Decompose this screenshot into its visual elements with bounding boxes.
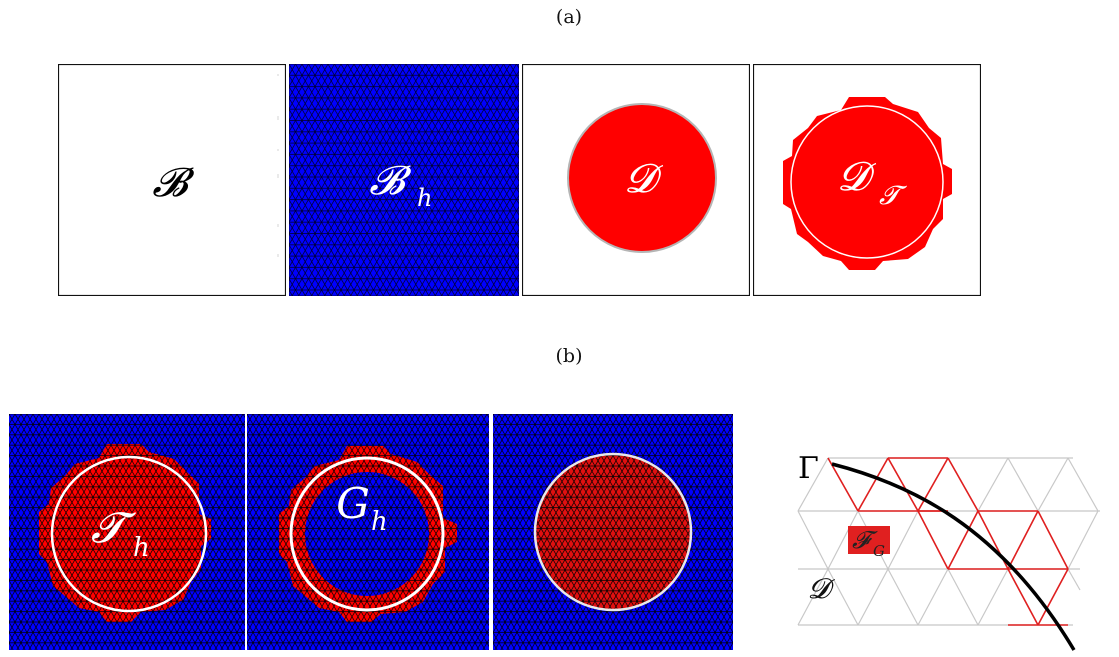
label-Gh: G [336, 479, 370, 528]
active-mesh-region [783, 97, 952, 270]
background-triangulation [797, 457, 1100, 626]
interface-circle [533, 452, 693, 612]
domain-disk [567, 103, 717, 253]
interface-circle [289, 456, 445, 612]
label-Th-sub: h [133, 533, 150, 563]
label-gamma: Γ [798, 451, 819, 486]
ghost-penalty-faces [827, 457, 1069, 626]
label-Bh-sub: h [417, 184, 432, 212]
panel-background-domain: 𝓑 [58, 64, 286, 296]
label-Gh-sub: h [371, 507, 388, 537]
panel-ghost-faces-inset: 𝓕 G 𝓓 Γ [790, 440, 1110, 652]
interface-circle [790, 105, 944, 259]
caption-b: (b) [555, 345, 583, 367]
panel-ghost-penalty-mesh: G h [247, 414, 489, 650]
panel-physical-mesh [493, 414, 733, 650]
label-FG-sub: G [873, 542, 885, 560]
panel-background-mesh: 𝓑 h [289, 64, 519, 296]
interface-curve [831, 462, 1076, 651]
mesh-lines [289, 64, 519, 296]
label-inset-D: 𝓓 [808, 572, 835, 605]
faces-highlight-box [848, 526, 890, 554]
interface-circle [50, 455, 208, 613]
panel-active-mesh: 𝓣 h [9, 414, 245, 650]
panel-physical-domain: 𝓓 [522, 64, 750, 296]
panel-active-domain: 𝓓 𝓣 [753, 64, 981, 296]
caption-a: (a) [555, 6, 583, 28]
